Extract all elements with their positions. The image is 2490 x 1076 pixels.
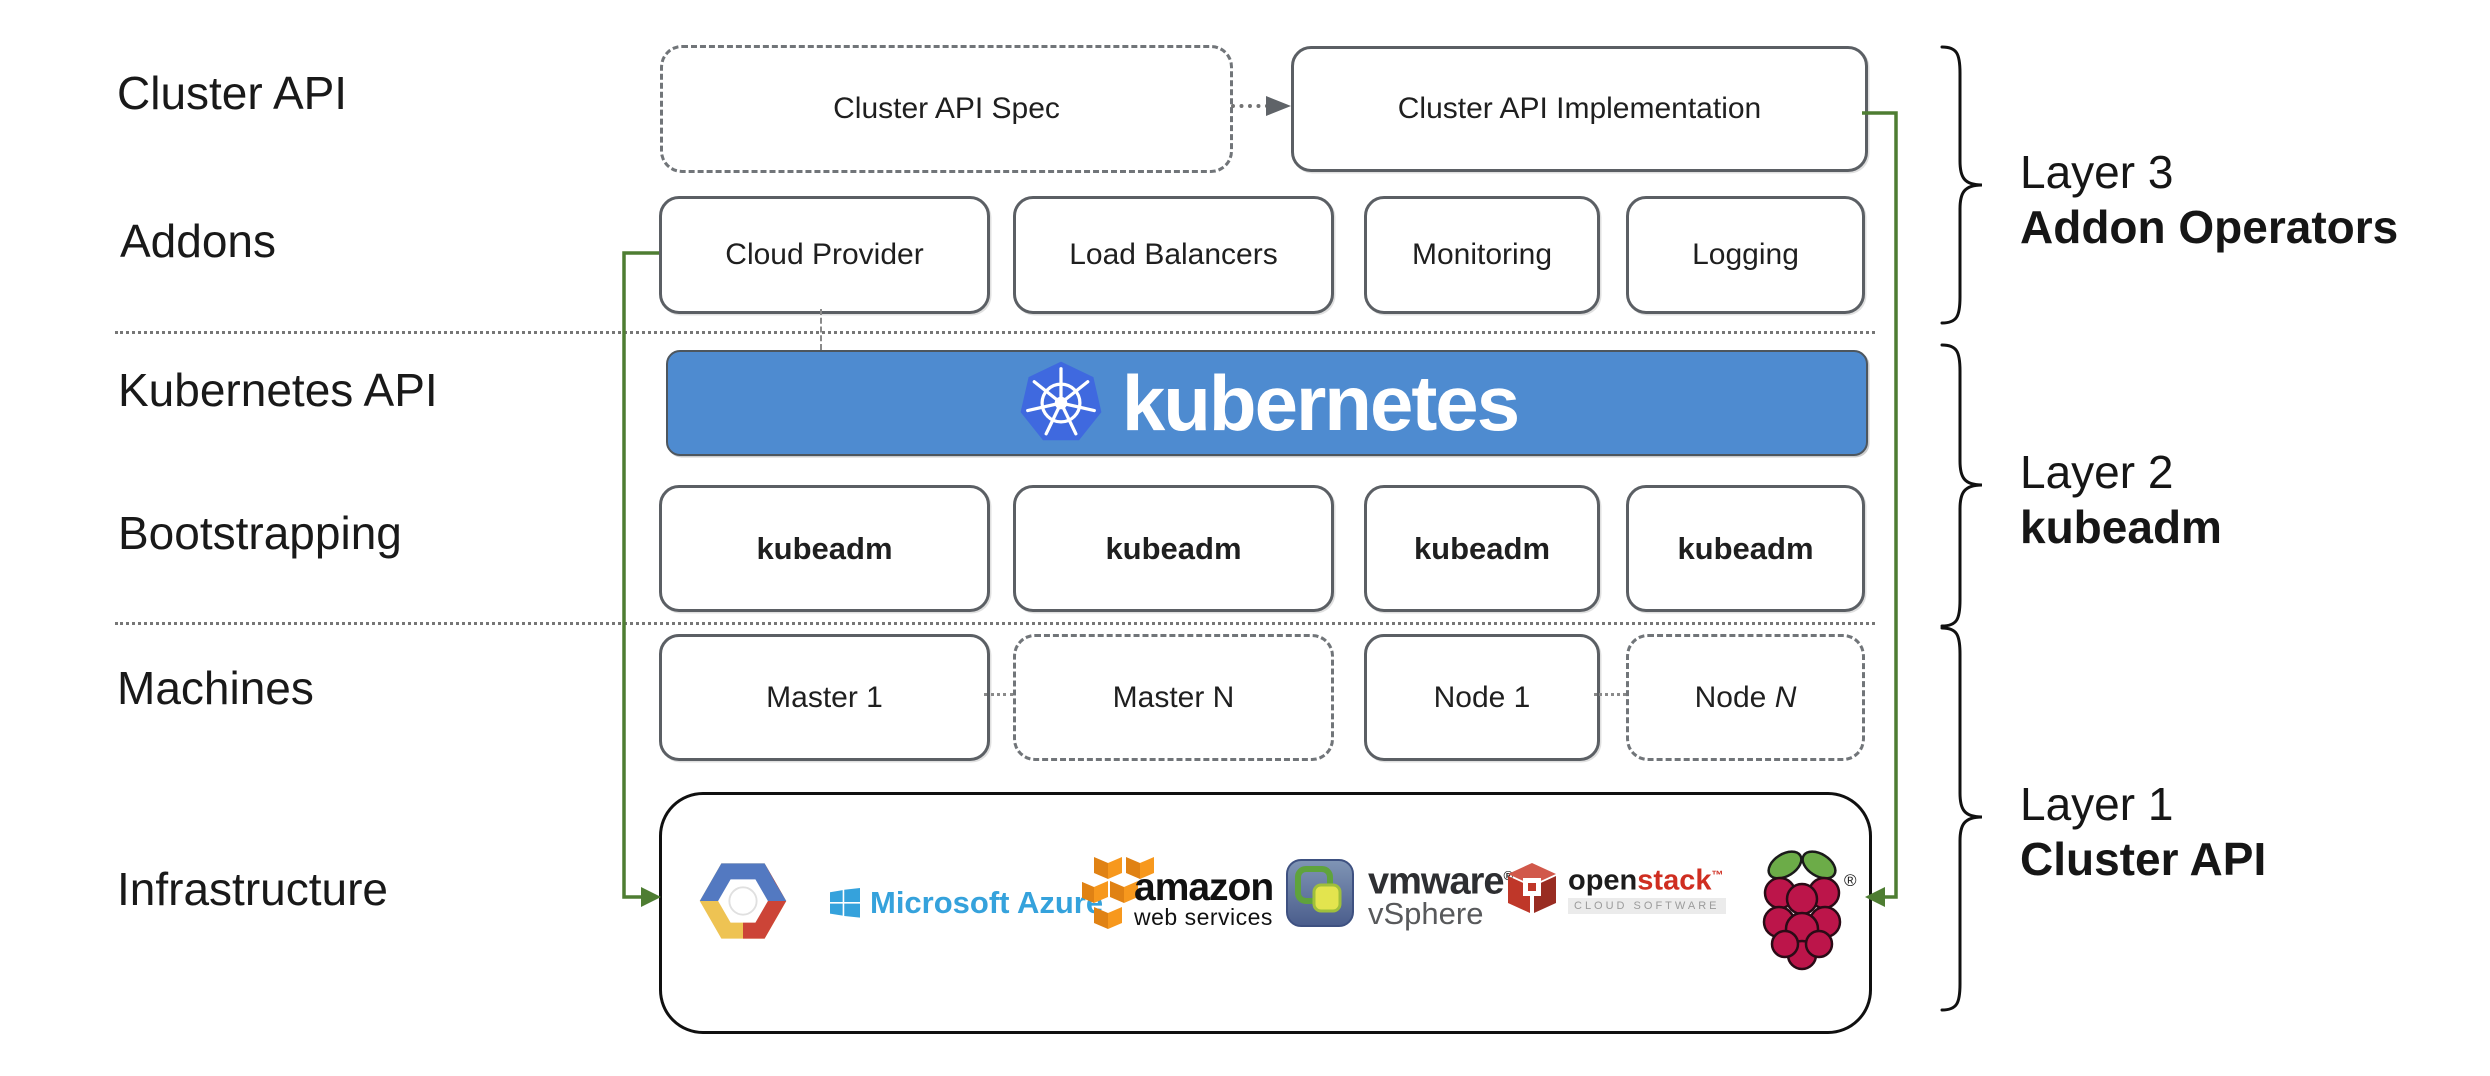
- layer-1-title: Layer 1: [2020, 778, 2174, 830]
- amazon-wordmark: amazon: [1134, 866, 1274, 909]
- kubeadm-box-4: kubeadm: [1626, 485, 1865, 612]
- raspberry-pi-logo: ®: [1752, 843, 1862, 983]
- cluster-api-spec-box: Cluster API Spec: [660, 45, 1233, 173]
- microsoft-windows-flag-icon: [830, 888, 860, 918]
- separator-bootstrapping-machines: [115, 622, 1875, 625]
- kubernetes-banner-label: kubernetes: [1121, 358, 1520, 447]
- machine-label: Master N: [1112, 680, 1235, 714]
- kubeadm-box-3: kubeadm: [1364, 485, 1600, 612]
- node-n-prefix: Node: [1694, 680, 1775, 714]
- raspberry-pi-registered-mark: ®: [1844, 871, 1857, 890]
- addon-box-monitoring: Monitoring: [1364, 196, 1600, 314]
- openstack-cube-icon: [1508, 863, 1556, 913]
- openstack-open-text: open: [1568, 864, 1638, 897]
- google-cloud-logo-icon: [699, 863, 787, 939]
- addon-label: Load Balancers: [1069, 238, 1278, 271]
- green-line-implementation-to-infrastructure: [1862, 111, 1898, 907]
- openstack-stack-text: stack: [1637, 864, 1712, 897]
- row-label-cluster-api: Cluster API: [117, 67, 348, 119]
- openstack-trademark: ™: [1711, 868, 1724, 882]
- addon-label: Cloud Provider: [725, 238, 924, 271]
- separator-addons-kubernetes: [115, 331, 1875, 334]
- vsphere-icon: [1286, 859, 1354, 927]
- openstack-logo: openstack™ CLOUD SOFTWARE: [1506, 861, 1726, 917]
- row-label-addons: Addons: [120, 215, 277, 267]
- cluster-api-spec-label: Cluster API Spec: [833, 92, 1060, 125]
- row-label-infrastructure: Infrastructure: [117, 863, 388, 915]
- node1-nodeN-dotted-connector: [1594, 693, 1626, 696]
- layer-3-label: Layer 3 Addon Operators: [2020, 145, 2398, 255]
- cluster-api-implementation-box: Cluster API Implementation: [1291, 46, 1868, 172]
- web-services-label: web services: [1134, 904, 1273, 930]
- kubeadm-label: kubeadm: [1105, 530, 1242, 566]
- layer-1-name: Cluster API: [2020, 833, 2267, 885]
- kubeadm-box-2: kubeadm: [1013, 485, 1334, 612]
- kubernetes-helm-icon: [1020, 361, 1102, 441]
- machine-box-master-1: Master 1: [659, 634, 990, 761]
- layer-1-label: Layer 1 Cluster API: [2020, 777, 2266, 887]
- machine-label: Master 1: [766, 680, 883, 714]
- openstack-cloud-software-label: CLOUD SOFTWARE: [1568, 897, 1726, 914]
- bracket-layer-1: [1940, 626, 1983, 1012]
- amazon-web-services-logo: amazon web services: [1082, 853, 1274, 943]
- row-label-machines: Machines: [117, 662, 314, 714]
- machine-label: Node 1: [1433, 680, 1531, 714]
- infrastructure-box: Microsoft Azure amazon web services: [659, 792, 1872, 1034]
- addon-box-load-balancers: Load Balancers: [1013, 196, 1334, 314]
- vsphere-label: vSphere: [1368, 895, 1484, 931]
- openstack-wordmark: openstack™: [1568, 861, 1726, 895]
- addon-box-cloud-provider: Cloud Provider: [659, 196, 990, 314]
- bracket-layer-3: [1940, 45, 1983, 325]
- addon-label: Logging: [1692, 238, 1799, 271]
- azure-label: Microsoft Azure: [870, 885, 1104, 920]
- layer-2-title: Layer 2: [2020, 446, 2174, 498]
- aws-cubes-icon: [1082, 857, 1154, 929]
- green-line-cloud-provider-to-infrastructure: [622, 251, 661, 907]
- row-label-kubernetes-api: Kubernetes API: [118, 364, 438, 416]
- vmware-registered-mark: ®: [1503, 868, 1514, 883]
- layer-3-title: Layer 3: [2020, 146, 2174, 198]
- machine-box-node-n: Node N: [1626, 634, 1865, 761]
- vmware-text: vmware: [1368, 860, 1505, 903]
- kubeadm-label: kubeadm: [756, 530, 893, 566]
- kubeadm-label: kubeadm: [1677, 530, 1814, 566]
- cloud-provider-drop-line: [820, 309, 822, 350]
- bracket-layer-2: [1940, 343, 1983, 628]
- row-label-bootstrapping: Bootstrapping: [118, 507, 402, 559]
- node-n-italic-suffix: N: [1774, 680, 1797, 714]
- spec-to-implementation-arrowhead-icon: [1266, 96, 1291, 116]
- spec-to-implementation-dotted-line: [1231, 104, 1269, 108]
- layer-brackets: [1940, 45, 1983, 1012]
- addon-label: Monitoring: [1411, 238, 1553, 271]
- kubeadm-box-1: kubeadm: [659, 485, 990, 612]
- kubeadm-label: kubeadm: [1413, 530, 1551, 566]
- vmware-vsphere-logo: vmware® vSphere: [1286, 859, 1514, 931]
- addon-box-logging: Logging: [1626, 196, 1865, 314]
- green-arrowhead-right-icon: [641, 887, 661, 907]
- vmware-wordmark: vmware®: [1368, 859, 1514, 901]
- machine-box-master-n: Master N: [1013, 634, 1334, 761]
- cluster-api-implementation-label: Cluster API Implementation: [1397, 92, 1762, 125]
- layer-2-name: kubeadm: [2020, 501, 2222, 553]
- master1-masterN-dotted-connector: [984, 693, 1013, 696]
- machine-box-node-1: Node 1: [1364, 634, 1600, 761]
- raspberry-pi-icon: [1762, 850, 1842, 971]
- microsoft-azure-logo: Microsoft Azure: [830, 885, 1103, 921]
- machine-label: Node N: [1695, 681, 1797, 715]
- kubernetes-banner: kubernetes: [666, 350, 1868, 456]
- layer-2-label: Layer 2 kubeadm: [2020, 445, 2222, 555]
- green-arrowhead-left-icon: [1865, 887, 1885, 907]
- layer-3-name: Addon Operators: [2020, 201, 2399, 253]
